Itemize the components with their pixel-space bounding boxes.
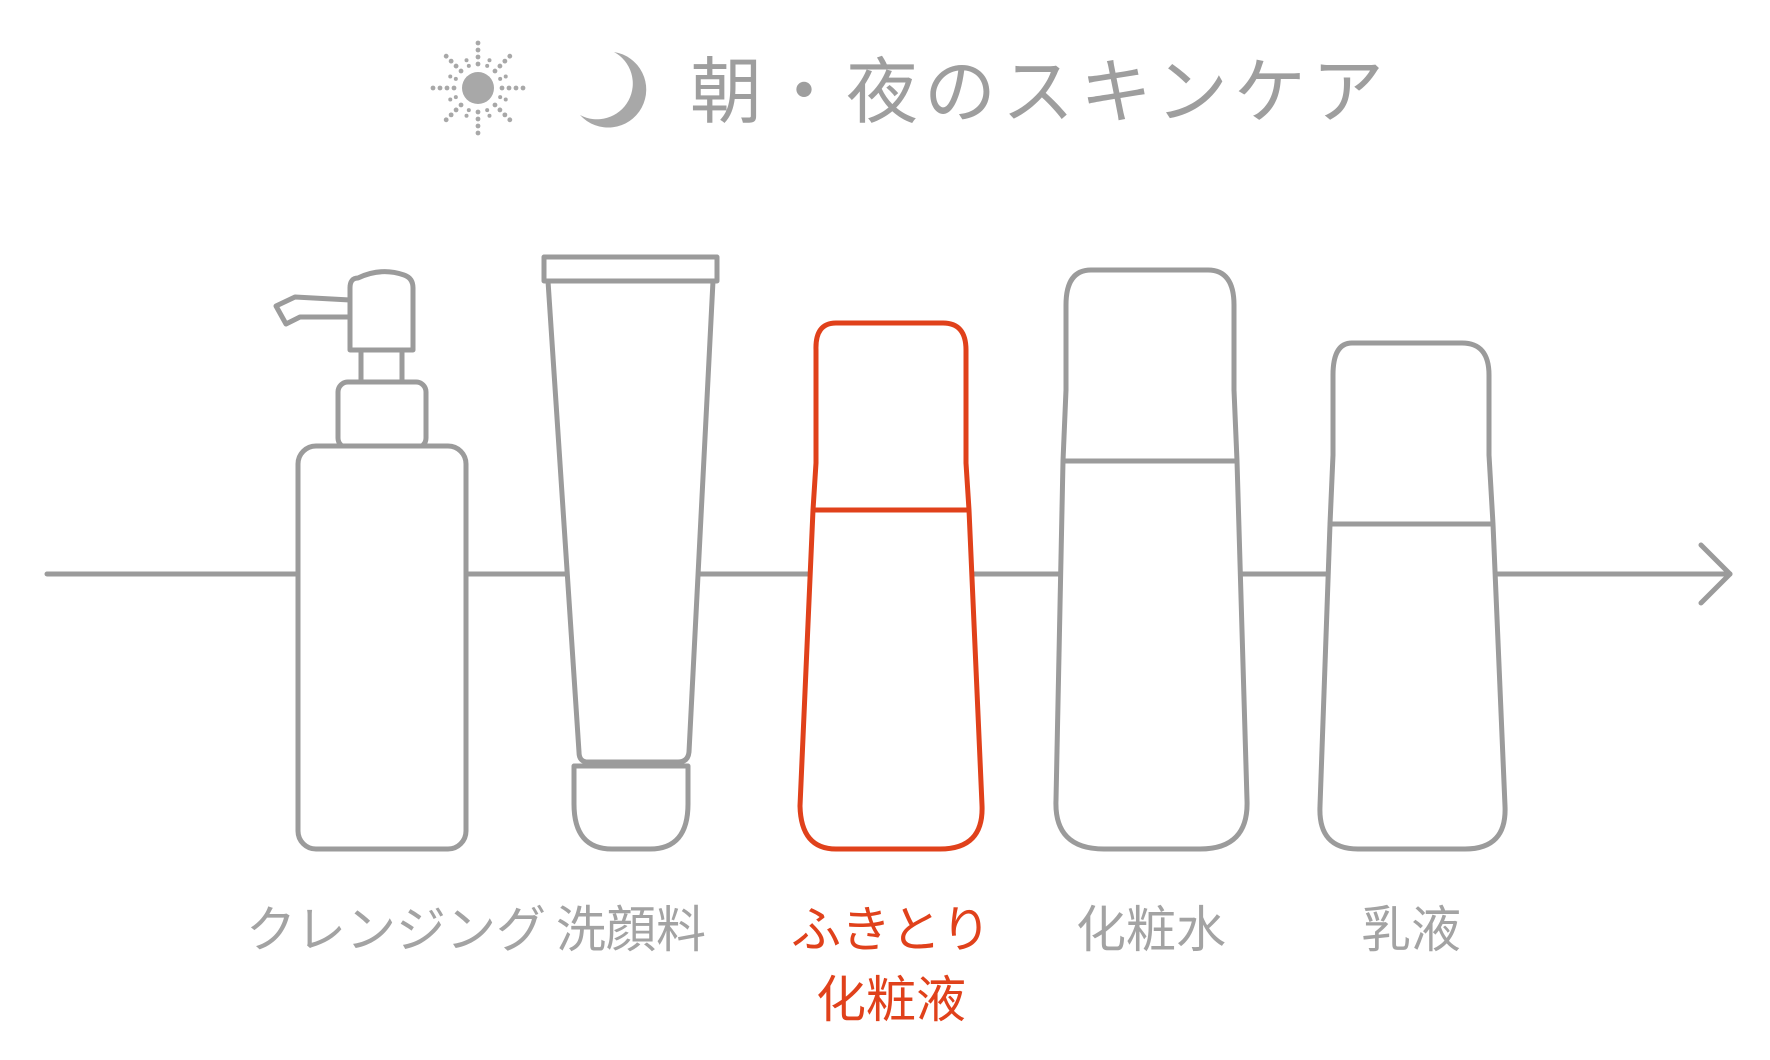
sun-ray-dot <box>502 112 508 118</box>
step-label-wiping-lotion: ふきとり 化粧液 <box>761 895 1021 1035</box>
step-label-cleansing: クレンジング <box>246 895 546 965</box>
sun-ray-dot <box>443 117 449 123</box>
sun-ray-dot <box>443 53 449 59</box>
sun-ray-dot <box>485 63 490 68</box>
sun-ray-dot <box>464 58 469 63</box>
sun-ray-dot <box>487 58 492 63</box>
sun-ray-dot <box>475 61 481 67</box>
sun-ray-dot <box>502 58 508 64</box>
title-row: 朝・夜のスキンケア <box>0 38 1770 148</box>
sun-ray-dot <box>475 109 481 115</box>
sun-ray-dot <box>506 85 512 91</box>
sun-ray-dot <box>437 85 443 91</box>
step-label-line: 化粧水 <box>1076 901 1226 959</box>
sun-icon <box>430 40 526 136</box>
sun-ray-dot <box>453 76 458 81</box>
sun-ray-dot <box>503 74 508 79</box>
sun-ray-dot <box>498 76 503 81</box>
sun-ray-dot <box>448 112 454 118</box>
sun-ray-dot <box>453 95 458 100</box>
title-icons <box>430 40 647 136</box>
sun-ray-dot <box>497 63 503 69</box>
sun-ray-dot <box>487 113 492 118</box>
sun-ray-dot <box>475 47 481 53</box>
bottle-icon-emulsion <box>1317 340 1508 852</box>
sun-ray-dot <box>453 63 459 69</box>
sun-ray-dot <box>497 107 503 113</box>
sun-ray-dot <box>458 102 464 108</box>
pump-bottle-icon <box>273 269 469 852</box>
sun-ray-dot <box>448 97 453 102</box>
sun-ray-dot <box>448 58 454 64</box>
sun-ray-dot <box>507 53 513 59</box>
sun-ray-dot <box>503 97 508 102</box>
sun-ray-dot <box>492 68 498 74</box>
sun-ray-dot <box>430 85 436 91</box>
sun-ray-dot <box>513 85 519 91</box>
sun-ray-dot <box>458 68 464 74</box>
step-label-line: クレンジング <box>246 901 546 959</box>
sun-ray-dot <box>520 85 526 91</box>
step-label-line: 乳液 <box>1361 901 1461 959</box>
sun-ray-dot <box>475 40 481 46</box>
sun-ray-dot <box>453 107 459 113</box>
sun-ray-dot <box>492 102 498 108</box>
step-label-line: 洗顔料 <box>556 901 706 959</box>
step-label-face-wash: 洗顔料 <box>501 895 761 965</box>
sun-ray-dot <box>451 85 457 91</box>
sun-ray-dot <box>466 108 471 113</box>
sun-ray-dot <box>475 123 481 129</box>
sun-ray-dot <box>507 117 513 123</box>
sun-ray-dot <box>464 113 469 118</box>
sun-ray-dot <box>444 85 450 91</box>
step-label-emulsion: 乳液 <box>1281 895 1541 965</box>
page-title: 朝・夜のスキンケア <box>690 50 1390 134</box>
sun-ray-dot <box>475 116 481 122</box>
step-label-toner: 化粧水 <box>1021 895 1281 965</box>
bottle-icon-wiping-lotion <box>797 320 985 852</box>
sun-ray-dot <box>475 54 481 60</box>
sun-ray-dot <box>475 130 481 136</box>
step-label-line: ふきとり <box>791 901 991 959</box>
sun-ray-dot <box>498 95 503 100</box>
step-label-line: 化粧液 <box>816 971 966 1029</box>
bottle-icon-toner <box>1053 267 1250 852</box>
tube-icon <box>541 254 720 852</box>
moon-icon <box>580 52 647 128</box>
sun-ray-dot <box>499 85 505 91</box>
sun-ray-dot <box>485 108 490 113</box>
sun-ray-dot <box>466 63 471 68</box>
sun-ray-dot <box>448 74 453 79</box>
